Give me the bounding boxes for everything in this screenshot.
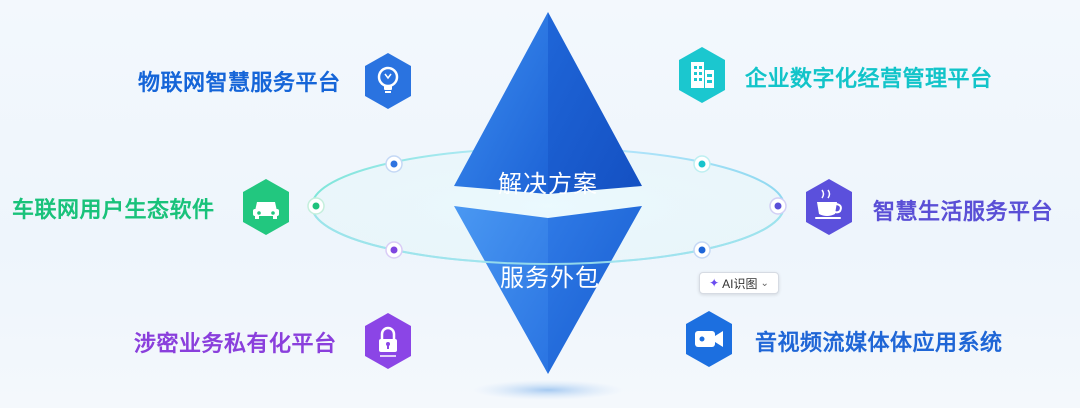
orbit-node-right — [769, 197, 787, 215]
orbit-node-top-left — [385, 155, 403, 173]
bulb-icon — [377, 66, 399, 93]
item-label-secret: 涉密业务私有化平台 — [134, 332, 337, 357]
orbit-node-top-right — [693, 155, 711, 173]
diamond-bottom-left-face — [454, 206, 548, 374]
diamond-top-left-face — [454, 12, 548, 194]
enterprise-hex — [677, 46, 727, 104]
coffee-cup-icon — [815, 189, 842, 219]
chevron-down-icon: ⌄ — [760, 277, 769, 289]
item-label-media: 音视频流媒体体应用系统 — [755, 331, 1003, 356]
orbit-node-bottom-left — [385, 241, 403, 259]
ai-button-label: AI识图 — [722, 276, 758, 291]
center-bottom-label: 服务外包 — [500, 264, 600, 292]
car-icon — [253, 202, 279, 219]
life-hex — [804, 178, 854, 236]
secret-hex — [363, 312, 413, 370]
floor-shadow — [473, 380, 623, 400]
item-label-life: 智慧生活服务平台 — [873, 200, 1054, 225]
diamond-bottom-right-face — [548, 206, 642, 374]
orbit-node-left — [307, 197, 325, 215]
lock-icon — [379, 326, 397, 357]
item-label-enterprise: 企业数字化经营管理平台 — [745, 67, 993, 92]
ai-image-recognition-button[interactable]: ✦ AI识图 ⌄ — [699, 272, 779, 294]
sparkle-icon: ✦ — [709, 276, 720, 290]
car-hex — [241, 178, 291, 236]
item-label-car: 车联网用户生态软件 — [12, 198, 215, 223]
video-camera-icon — [695, 331, 723, 347]
media-hex — [684, 310, 734, 368]
iot-hex — [363, 52, 413, 110]
diamond-top-right-face — [548, 12, 642, 194]
orbit-node-bottom-right — [693, 241, 711, 259]
orbit-ring-front — [311, 205, 785, 265]
center-top-label: 解决方案 — [498, 170, 598, 198]
item-label-iot: 物联网智慧服务平台 — [138, 71, 341, 96]
building-icon — [691, 62, 714, 88]
